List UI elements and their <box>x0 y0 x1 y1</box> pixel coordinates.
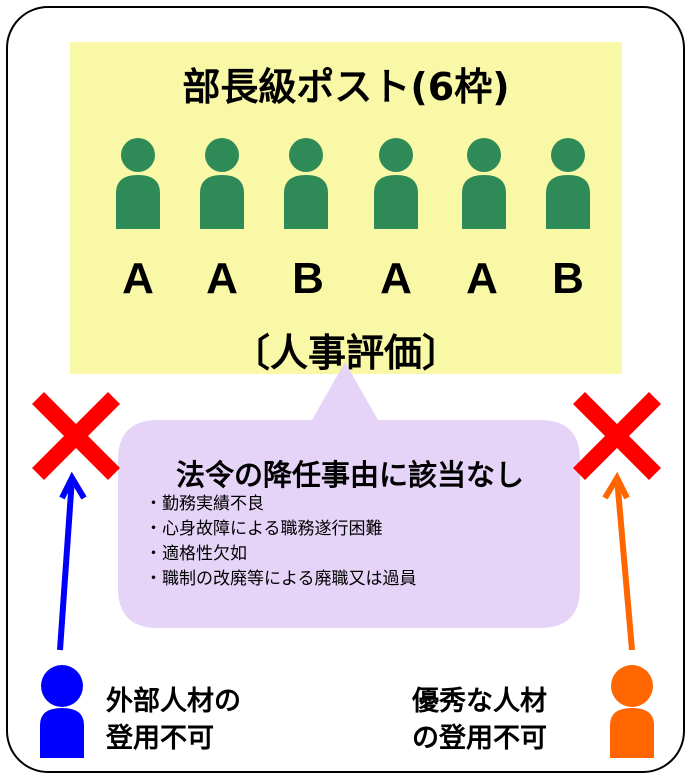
left-caption: 外部人材の 登用不可 <box>106 683 241 757</box>
grade-label: B <box>292 254 324 303</box>
reason-item: 適格性欠如 <box>145 542 417 567</box>
left-caption-line: 登用不可 <box>106 723 214 754</box>
right-caption: 優秀な人材 の登用不可 <box>412 683 547 757</box>
reason-item: 職制の改廃等による廃職又は過員 <box>145 567 417 592</box>
person-icon <box>200 138 244 229</box>
person-icon <box>610 665 654 758</box>
person-icon <box>462 138 506 229</box>
grade-label: A <box>466 254 498 303</box>
grade-label: A <box>122 254 154 303</box>
person-icon <box>284 138 328 229</box>
right-caption-line: 優秀な人材 <box>412 686 547 717</box>
grade-label: A <box>380 254 412 303</box>
grade-label: B <box>552 254 584 303</box>
bubble-title: 法令の降任事由に該当なし <box>175 458 524 492</box>
person-icon <box>374 138 418 229</box>
arrow-up-icon <box>57 471 87 651</box>
reason-item: 勤務実績不良 <box>145 492 417 517</box>
cross-icon <box>31 391 121 481</box>
left-caption-line: 外部人材の <box>106 686 241 717</box>
reason-item: 心身故障による職務遂行困難 <box>145 517 417 542</box>
person-icon <box>40 665 84 758</box>
person-icon <box>116 138 160 229</box>
right-caption-line: の登用不可 <box>412 723 547 754</box>
arrow-up-icon <box>602 471 635 651</box>
cross-icon <box>572 391 662 481</box>
grade-label: A <box>206 254 238 303</box>
grade-row: A A B A A B <box>0 254 693 314</box>
post-title: 部長級ポスト(6枠) <box>182 65 510 109</box>
reason-list: 勤務実績不良 心身故障による職務遂行困難 適格性欠如 職制の改廃等による廃職又は… <box>145 492 417 592</box>
post-box <box>70 42 622 374</box>
person-icon <box>546 138 590 229</box>
